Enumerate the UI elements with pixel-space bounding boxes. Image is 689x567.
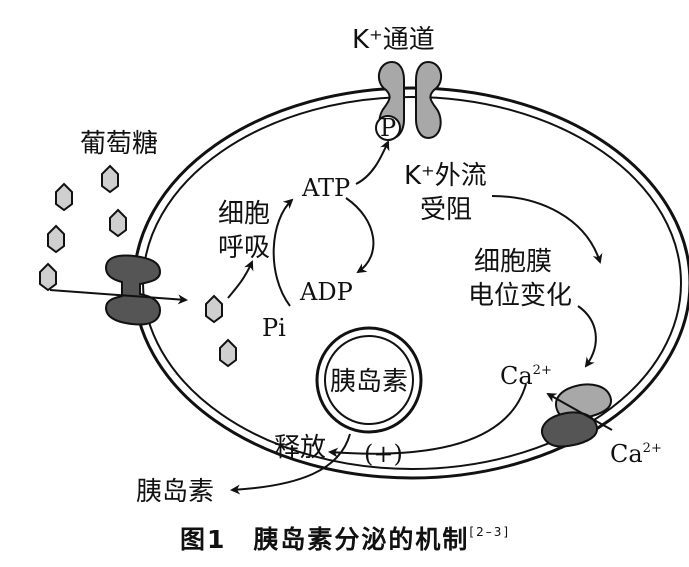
glucose-hexagon-icon: [39, 262, 57, 292]
label-respiration-1: 细胞: [218, 199, 270, 229]
label-glucose: 葡萄糖: [80, 129, 158, 159]
calcium-channel-icon: [541, 383, 612, 448]
figure-caption: 图1 胰岛素分泌的机制[2–3]: [180, 525, 510, 554]
glucose-hexagon-icon: [219, 338, 237, 368]
label-calcium-inside: Ca2+: [500, 362, 552, 390]
glucose-hexagon-icon: [55, 182, 73, 212]
glucose-hexagon-icon: [205, 294, 223, 324]
label-pi: Pi: [262, 314, 286, 342]
label-k-efflux-2: 受阻: [420, 195, 472, 225]
label-calcium-outside: Ca2+: [610, 440, 662, 468]
atp-to-adp-arrow: [345, 197, 375, 274]
insulin-vesicle-outer: [315, 326, 423, 434]
glucose-hexagon-icon: [109, 208, 127, 238]
insulin-release-arrow: [230, 433, 351, 495]
label-release: 释放: [274, 433, 326, 463]
label-insulin-vesicle: 胰岛素: [330, 367, 408, 397]
label-k-efflux-1: K⁺外流: [404, 161, 487, 191]
label-adp: ADP: [299, 278, 353, 306]
label-membrane-1: 细胞膜: [474, 247, 552, 277]
respiration-to-atp-arrow: [272, 198, 294, 307]
label-k-channel: K⁺通道: [352, 25, 435, 55]
k-block-to-depolarization-arrow: [491, 195, 603, 264]
label-phosphate: P: [380, 114, 396, 142]
label-plus: (+): [364, 440, 403, 468]
glucose-entry-arrow: [49, 289, 188, 305]
glucose-hexagon-icon: [47, 224, 65, 254]
label-membrane-2: 电位变化: [468, 281, 572, 311]
glucose-molecules: [39, 164, 237, 368]
glucose-to-respiration-arrow: [227, 260, 254, 299]
label-respiration-2: 呼吸: [218, 233, 270, 263]
calcium-influx-arrow: [546, 393, 613, 431]
glucose-hexagon-icon: [101, 164, 119, 194]
phosphate-group-icon: [375, 115, 401, 141]
insulin-vesicle-inner: [324, 335, 414, 425]
glucose-transporter-icon: [104, 254, 162, 326]
label-atp: ATP: [301, 174, 350, 202]
label-insulin-out: 胰岛素: [136, 477, 214, 507]
depolarization-to-calcium-channel-arrow: [577, 305, 597, 368]
atp-to-phosphate-arrow: [355, 140, 390, 185]
calcium-trigger-arrow: [328, 383, 527, 458]
